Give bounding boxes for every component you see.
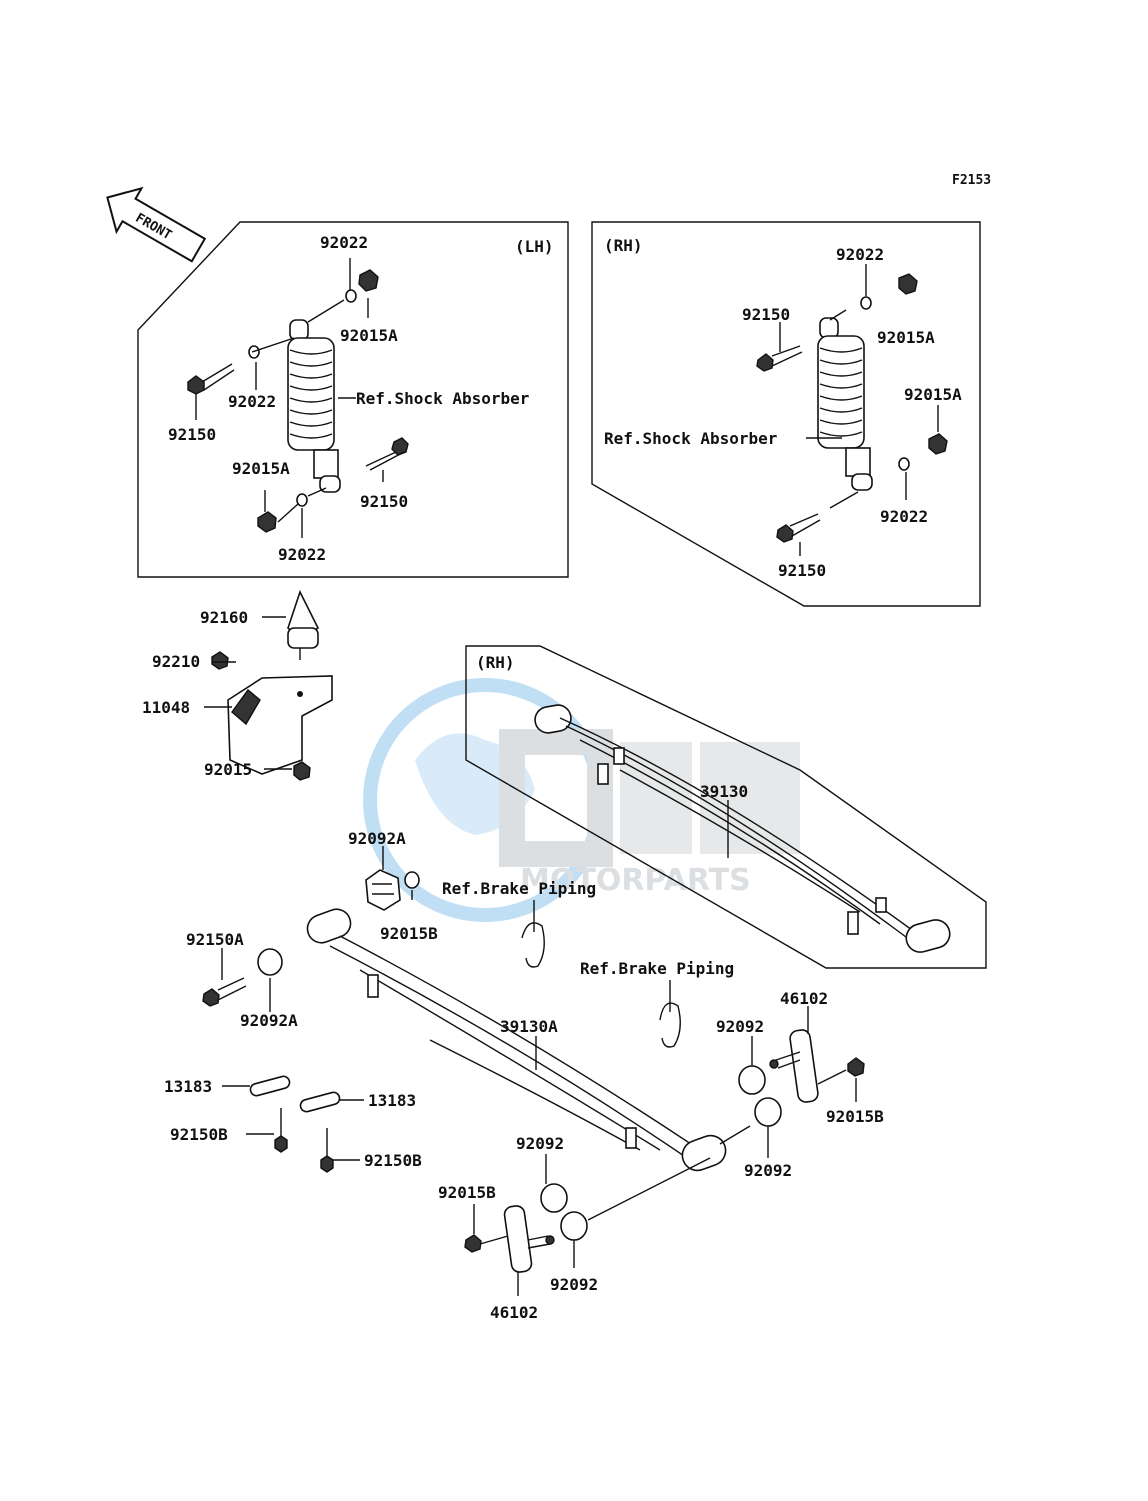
bolt-icon: [776, 513, 821, 543]
shackle-icon: [503, 1205, 555, 1273]
brake-clip-icon: [659, 980, 681, 1048]
brake-clip-icon: [521, 900, 545, 968]
part-label: 39130: [700, 782, 748, 801]
watermark-subtitle: MOTORPARTS: [520, 863, 751, 898]
part-label: 46102: [780, 989, 828, 1008]
rh-spring-side-label: (RH): [476, 653, 515, 672]
part-label: 92015A: [877, 328, 935, 347]
washer-icon: [296, 493, 308, 507]
part-label: 92015B: [380, 924, 438, 943]
bolt-icon: [365, 437, 409, 471]
part-label: 13183: [164, 1077, 212, 1096]
part-label: 92022: [836, 245, 884, 264]
part-label: 46102: [490, 1303, 538, 1322]
part-label: 92015B: [438, 1183, 496, 1202]
nut-icon: [211, 651, 229, 670]
ref-label: Ref.Brake Piping: [580, 959, 734, 978]
lh-shock-absorber: [287, 319, 341, 493]
leaf-spring-lh: [306, 908, 727, 1172]
rh-shock-absorber: [817, 317, 873, 491]
bushing-icon: [560, 1211, 588, 1241]
front-arrow-icon: FRONT: [106, 186, 207, 263]
part-label: 92150: [742, 305, 790, 324]
washer-icon: [898, 457, 910, 471]
lh-leaf-spring-assembly: 92092A 92015B Ref.Brake Piping 39130A 92…: [164, 829, 884, 1322]
part-label: 92092: [744, 1161, 792, 1180]
nut-icon: [257, 511, 277, 533]
part-label: 11048: [142, 698, 190, 717]
part-label: 92022: [228, 392, 276, 411]
part-label: 92022: [880, 507, 928, 526]
bushing-icon: [754, 1097, 782, 1127]
bushing-icon: [738, 1065, 766, 1095]
part-label: 92150A: [186, 930, 244, 949]
nut-icon: [358, 269, 379, 292]
bolt-icon: [202, 977, 247, 1007]
part-label: 92160: [200, 608, 248, 627]
rh-shock-panel: (RH) 92022 92150 92015A 92015A: [591, 221, 981, 607]
nut-icon: [898, 273, 918, 295]
part-label: 92022: [278, 545, 326, 564]
part-label: 92022: [320, 233, 368, 252]
part-label: 92092: [550, 1275, 598, 1294]
bump-stop-assembly: 92160 92210 11048 92015: [142, 589, 333, 781]
lh-shock-panel: (LH) 92022 9201: [137, 221, 569, 578]
part-label: 92150: [168, 425, 216, 444]
nut-icon: [293, 761, 311, 781]
ref-label: Ref.Shock Absorber: [356, 389, 529, 408]
bushing-icon: [257, 948, 283, 976]
plate-icon: [249, 1075, 341, 1113]
part-label: 13183: [368, 1091, 416, 1110]
bolt-icon: [274, 1108, 334, 1173]
bushing-icon: [365, 869, 401, 911]
part-label: 92015A: [232, 459, 290, 478]
nut-icon: [464, 1234, 482, 1253]
washer-icon: [860, 296, 872, 310]
figure-code: F2153: [952, 173, 991, 188]
part-label: 92015B: [826, 1107, 884, 1126]
bushing-icon: [540, 1183, 568, 1213]
part-label: 92092: [716, 1017, 764, 1036]
washer-icon: [404, 871, 420, 889]
part-label: 92150: [360, 492, 408, 511]
ref-label: Ref.Shock Absorber: [604, 429, 777, 448]
bolt-icon: [756, 345, 803, 372]
nut-icon: [928, 433, 948, 455]
nut-icon: [847, 1057, 865, 1077]
lh-side-label: (LH): [515, 237, 554, 256]
rh-spring-panel: (RH) 39130: [465, 645, 987, 969]
bracket-icon: [227, 675, 333, 775]
part-label: 92150B: [364, 1151, 422, 1170]
part-label: 92092: [516, 1134, 564, 1153]
part-label: 39130A: [500, 1017, 558, 1036]
shackle-icon: [769, 1029, 819, 1103]
part-label: 92150: [778, 561, 826, 580]
part-label: 92092A: [240, 1011, 298, 1030]
bolt-icon: [187, 363, 235, 395]
part-label: 92150B: [170, 1125, 228, 1144]
part-label: 92015: [204, 760, 252, 779]
ref-label: Ref.Brake Piping: [442, 879, 596, 898]
watermark: MOTORPARTS: [363, 678, 800, 922]
part-label: 92015A: [340, 326, 398, 345]
part-label: 92015A: [904, 385, 962, 404]
part-label: 92210: [152, 652, 200, 671]
part-label: 92092A: [348, 829, 406, 848]
washer-icon: [345, 289, 357, 303]
rh-side-label: (RH): [604, 236, 643, 255]
